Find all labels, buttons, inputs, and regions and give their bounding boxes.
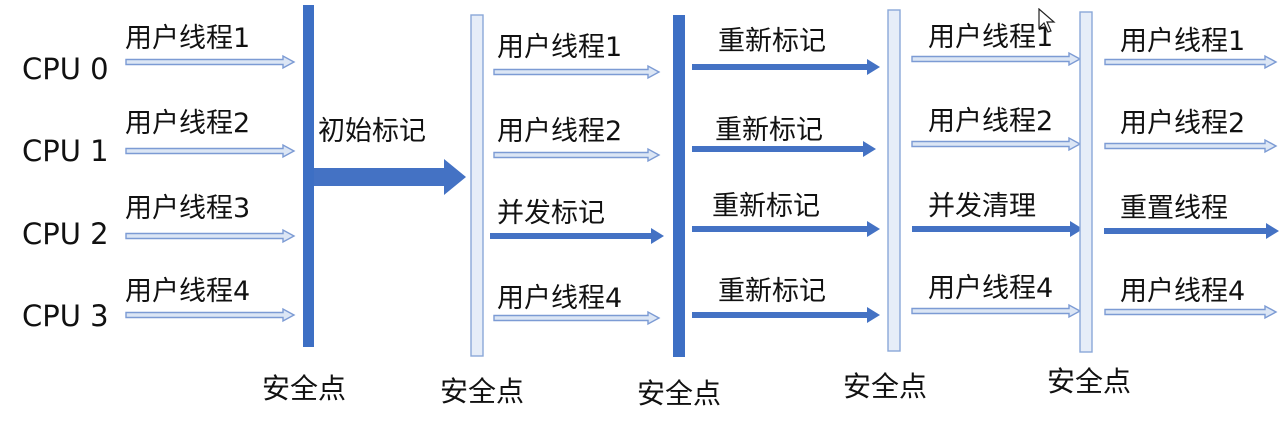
mouse-cursor-icon [1038, 8, 1056, 33]
phase1-task-label: 用户线程1 [125, 23, 251, 54]
phase4-task-label: 重新标记 [715, 115, 823, 146]
phase6-task-label: 用户线程2 [1120, 108, 1246, 139]
safepoint-label: 安全点 [1047, 365, 1132, 398]
phase6-task-label: 重置线程 [1120, 193, 1228, 224]
remark-arrow [692, 59, 880, 75]
phase4-task-label: 重新标记 [718, 276, 826, 307]
safepoint-label: 安全点 [262, 372, 347, 405]
thread-arrow [911, 136, 1082, 152]
safepoint-bar [1079, 11, 1093, 353]
phase5-task-label: 用户线程1 [928, 22, 1054, 53]
phase4-task-label: 重新标记 [712, 191, 820, 222]
thread-arrow [911, 303, 1082, 319]
safepoint-label: 安全点 [843, 370, 928, 403]
cpu-label-0: CPU 0 [22, 52, 109, 86]
phase5-task-label: 并发清理 [928, 191, 1036, 222]
thread-arrow [1104, 54, 1278, 70]
concurrent-mark-arrow [490, 228, 664, 244]
thread-arrow [493, 64, 661, 80]
thread-arrow [125, 307, 296, 323]
thread-arrow [493, 310, 661, 326]
remark-arrow [692, 141, 876, 157]
phase3-task-label: 用户线程4 [497, 283, 623, 314]
safepoint-bar [673, 15, 685, 357]
safepoint-bar [887, 9, 901, 352]
thread-arrow [1104, 138, 1278, 154]
phase6-task-label: 用户线程4 [1120, 276, 1246, 307]
cpu-label-1: CPU 1 [22, 134, 109, 168]
phase1-task-label: 用户线程3 [125, 193, 251, 224]
reset-thread-arrow [1104, 223, 1279, 239]
thread-arrow [493, 147, 661, 163]
safepoint-label: 安全点 [637, 377, 722, 410]
thread-arrow [125, 54, 296, 70]
phase5-task-label: 用户线程2 [928, 106, 1054, 137]
phase3-task-label: 用户线程2 [497, 116, 623, 147]
concurrent-sweep-arrow [912, 221, 1083, 237]
phase4-task-label: 重新标记 [718, 26, 826, 57]
thread-arrow [911, 51, 1082, 67]
phase5-task-label: 用户线程4 [928, 273, 1054, 304]
initial-mark-label: 初始标记 [318, 116, 426, 147]
safepoint-bar [470, 14, 484, 357]
cpu-label-3: CPU 3 [22, 299, 109, 333]
remark-arrow [692, 221, 880, 237]
phase1-task-label: 用户线程4 [125, 276, 251, 307]
initial-mark-arrow [314, 159, 466, 195]
safepoint-label: 安全点 [440, 375, 525, 408]
thread-arrow [125, 143, 296, 159]
phase3-task-label: 并发标记 [497, 198, 605, 229]
phase6-task-label: 用户线程1 [1120, 26, 1246, 57]
phase3-task-label: 用户线程1 [497, 32, 623, 63]
cpu-label-2: CPU 2 [22, 217, 109, 251]
safepoint-bar [303, 5, 314, 347]
phase1-task-label: 用户线程2 [125, 108, 251, 139]
remark-arrow [692, 307, 880, 323]
thread-arrow [1104, 304, 1278, 320]
thread-arrow [125, 228, 296, 244]
